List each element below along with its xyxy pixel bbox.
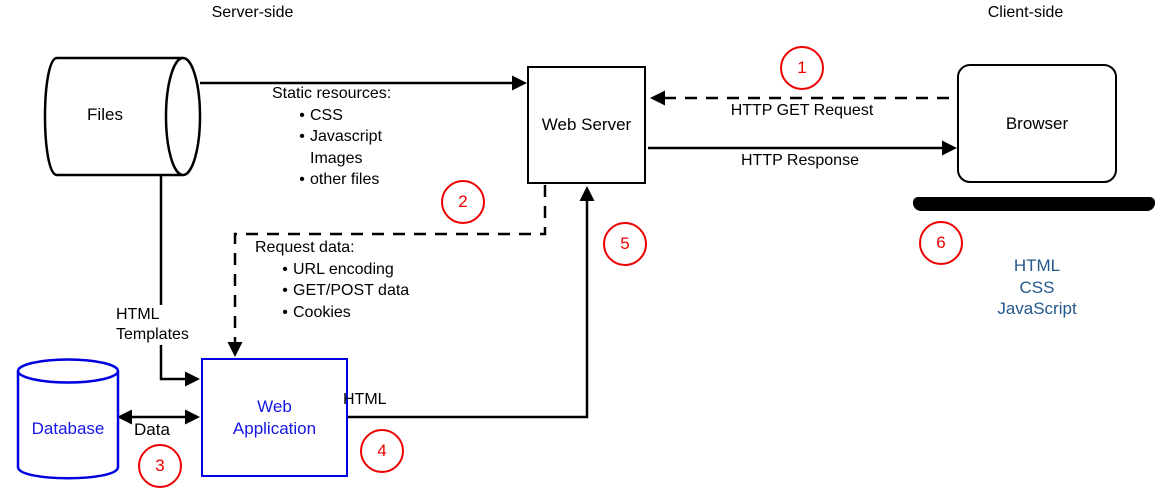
- browser-node: Browser: [957, 64, 1117, 183]
- list-item: • URL encoding: [255, 259, 409, 281]
- files-cylinder-body: [43, 56, 183, 177]
- browser-label: Browser: [1005, 113, 1069, 133]
- database-node-label: Database: [31, 419, 105, 438]
- html-templates-label: HTML Templates: [114, 305, 206, 345]
- http-get-arrowhead: [650, 90, 665, 106]
- http-get-request-label: HTTP GET Request: [730, 102, 874, 119]
- bullet-icon: •: [299, 171, 305, 188]
- request-data-dashed-path: [233, 185, 547, 348]
- step-badge-1: 1: [780, 46, 824, 90]
- database-cylinder-cap: [16, 358, 120, 384]
- laptop-base-shape: [913, 197, 1155, 211]
- static-resources-note: Static resources: • CSS • Javascript Ima…: [272, 83, 391, 191]
- bullet-icon: •: [299, 128, 305, 145]
- stack-line: CSS: [1019, 277, 1055, 297]
- bullet-icon: •: [299, 106, 305, 124]
- step-badge-6: 6: [919, 221, 963, 265]
- list-item: • Javascript: [272, 126, 391, 148]
- request-data-note: Request data: • URL encoding • GET/POST …: [255, 237, 409, 323]
- step-badge-2: 2: [441, 180, 485, 224]
- http-response-label: HTTP Response: [741, 152, 859, 169]
- html-to-webserver-path: [318, 197, 589, 419]
- step-badge-5: 5: [603, 222, 647, 266]
- stack-line: JavaScript: [997, 299, 1077, 318]
- server-side-title: Server-side: [211, 4, 294, 21]
- bullet-icon: •: [282, 260, 288, 278]
- web-server-label: Web Server: [541, 115, 632, 134]
- browser-stack-note: HTML CSS JavaScript: [977, 255, 1097, 320]
- files-cylinder-cap: [164, 56, 202, 177]
- web-server-node: Web Server: [527, 66, 646, 184]
- files-node-label: Files: [87, 105, 123, 124]
- step-badge-4: 4: [360, 429, 404, 473]
- data-edge-label: Data: [134, 420, 170, 439]
- data-arrowhead-right: [185, 409, 200, 425]
- request-data-arrowhead: [227, 342, 243, 357]
- files-to-webserver-arrowhead: [512, 75, 527, 91]
- web-application-label: Web Application: [232, 396, 317, 438]
- stack-line: HTML: [1013, 256, 1061, 275]
- web-application-node: Web Application: [201, 358, 348, 477]
- client-side-title: Client-side: [987, 4, 1064, 21]
- bullet-icon: •: [282, 303, 288, 321]
- request-data-title: Request data:: [255, 239, 355, 256]
- database-cylinder-body: [16, 371, 120, 480]
- list-item: • other files: [272, 169, 391, 191]
- list-item: • CSS: [272, 105, 391, 127]
- html-edge-label: HTML: [343, 391, 387, 408]
- list-item: • Cookies: [255, 302, 409, 324]
- list-item: Images: [310, 149, 363, 167]
- html-templates-arrowhead: [185, 371, 200, 387]
- static-resources-title: Static resources:: [272, 85, 392, 102]
- html-templates-path: [159, 176, 189, 381]
- list-item: • GET/POST data: [255, 280, 409, 302]
- data-arrowhead-left: [117, 409, 132, 425]
- html-to-webserver-arrowhead: [579, 186, 595, 201]
- http-response-arrowhead: [942, 140, 957, 156]
- step-badge-3: 3: [138, 444, 182, 488]
- bullet-icon: •: [282, 282, 288, 299]
